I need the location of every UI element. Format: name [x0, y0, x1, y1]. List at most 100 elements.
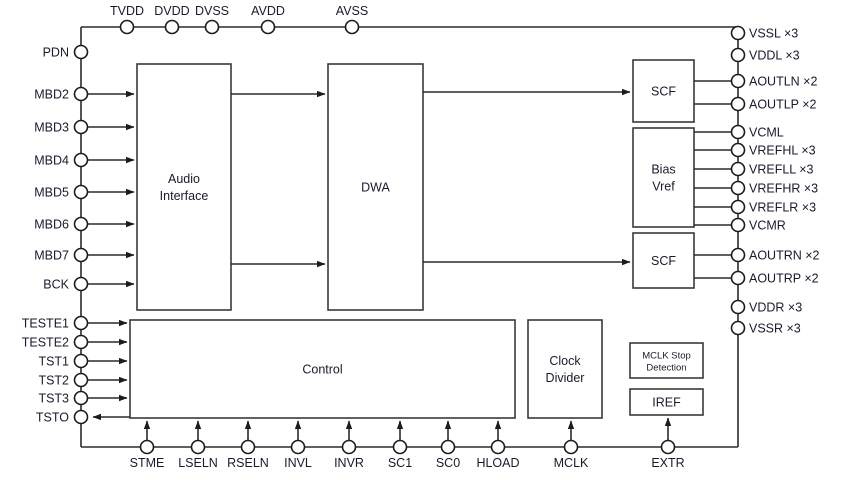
pin-label: TVDD [110, 4, 144, 18]
pin-stme[interactable]: STME [130, 420, 165, 470]
pin-vrefhr[interactable]: VREFHR ×3 [694, 180, 818, 196]
pin-circle[interactable] [240, 439, 256, 455]
pin-tvdd[interactable]: TVDD [110, 4, 144, 35]
pin-circle[interactable] [290, 439, 306, 455]
pin-extr[interactable]: EXTR [651, 417, 685, 470]
pin-tst3[interactable]: TST3 [38, 390, 128, 406]
pin-label: TESTE1 [22, 317, 69, 331]
pin-circle[interactable] [730, 124, 746, 140]
pin-tst1[interactable]: TST1 [38, 353, 128, 369]
pin-dvdd[interactable]: DVDD [154, 4, 190, 35]
pin-label: VREFHR ×3 [749, 182, 818, 196]
pin-mbd6[interactable]: MBD6 [34, 216, 135, 232]
pin-label: MBD3 [34, 121, 69, 135]
right-output-pins: VSSL ×3 VDDL ×3 AOUTLN ×2 AOUTLP ×2 VCML VREF… [694, 25, 820, 336]
pin-circle[interactable] [119, 19, 135, 35]
pin-vssr[interactable]: VSSR ×3 [730, 320, 801, 336]
pin-circle[interactable] [73, 409, 89, 425]
pin-tst2[interactable]: TST2 [38, 372, 128, 388]
pin-circle[interactable] [490, 439, 506, 455]
pin-circle[interactable] [730, 217, 746, 233]
pin-mbd7[interactable]: MBD7 [34, 247, 135, 263]
pin-circle[interactable] [730, 247, 746, 263]
pin-circle[interactable] [730, 320, 746, 336]
pin-teste2[interactable]: TESTE2 [22, 334, 128, 350]
pin-circle[interactable] [730, 180, 746, 196]
pin-circle[interactable] [73, 44, 89, 60]
pin-aoutrn[interactable]: AOUTRN ×2 [694, 247, 820, 263]
block-control: Control [129, 319, 516, 419]
pin-circle[interactable] [73, 353, 89, 369]
pin-circle[interactable] [73, 86, 89, 102]
pin-circle[interactable] [73, 372, 89, 388]
pin-bck[interactable]: BCK [43, 276, 135, 292]
pin-circle[interactable] [730, 161, 746, 177]
pin-circle[interactable] [392, 439, 408, 455]
pin-hload[interactable]: HLOAD [476, 420, 520, 470]
pin-lseln[interactable]: LSELN [178, 420, 218, 470]
pin-rseln[interactable]: RSELN [227, 420, 269, 470]
pin-mbd3[interactable]: MBD3 [34, 119, 135, 135]
pin-vrefhl[interactable]: VREFHL ×3 [694, 142, 816, 158]
pin-vreflr[interactable]: VREFLR ×3 [694, 199, 816, 215]
pin-circle[interactable] [730, 299, 746, 315]
pin-aoutln[interactable]: AOUTLN ×2 [694, 73, 817, 89]
block-label: Audio [168, 172, 200, 186]
pin-avss[interactable]: AVSS [336, 4, 368, 35]
pin-pdn[interactable]: PDN [43, 44, 89, 60]
pin-circle[interactable] [730, 96, 746, 112]
pin-mbd2[interactable]: MBD2 [34, 86, 135, 102]
pin-circle[interactable] [730, 270, 746, 286]
block-outline [629, 388, 704, 416]
pin-circle[interactable] [73, 315, 89, 331]
pin-aoutrp[interactable]: AOUTRP ×2 [694, 270, 819, 286]
pin-label: AOUTLN ×2 [749, 75, 817, 89]
pin-vcml[interactable]: VCML [694, 124, 784, 140]
pin-tsto[interactable]: TSTO [36, 409, 130, 425]
pin-vrefll[interactable]: VREFLL ×3 [694, 161, 814, 177]
pin-circle[interactable] [260, 19, 276, 35]
pin-circle[interactable] [73, 152, 89, 168]
pin-vssl[interactable]: VSSL ×3 [730, 25, 799, 41]
pin-circle[interactable] [73, 184, 89, 200]
pin-dvss[interactable]: DVSS [195, 4, 229, 35]
pin-sc1[interactable]: SC1 [388, 420, 412, 470]
pin-teste1[interactable]: TESTE1 [22, 315, 128, 331]
pin-mclk[interactable]: MCLK [554, 420, 589, 470]
pin-label: VSSR ×3 [749, 322, 801, 336]
pin-circle[interactable] [730, 73, 746, 89]
pin-circle[interactable] [440, 439, 456, 455]
pin-mbd5[interactable]: MBD5 [34, 184, 135, 200]
pin-circle[interactable] [341, 439, 357, 455]
pin-label: TST2 [38, 374, 69, 388]
pin-circle[interactable] [730, 25, 746, 41]
pin-aoutlp[interactable]: AOUTLP ×2 [694, 96, 817, 112]
pin-circle[interactable] [73, 119, 89, 135]
pin-invl[interactable]: INVL [284, 420, 312, 470]
pin-circle[interactable] [139, 439, 155, 455]
pin-circle[interactable] [164, 19, 180, 35]
pin-circle[interactable] [563, 439, 579, 455]
pin-circle[interactable] [73, 216, 89, 232]
block-label: Vref [652, 180, 675, 194]
pin-circle[interactable] [204, 19, 220, 35]
pin-circle[interactable] [73, 247, 89, 263]
pin-invr[interactable]: INVR [334, 420, 364, 470]
pin-circle[interactable] [730, 199, 746, 215]
pin-vddr[interactable]: VDDR ×3 [730, 299, 803, 315]
pin-circle[interactable] [73, 390, 89, 406]
pin-avdd[interactable]: AVDD [251, 4, 285, 35]
pin-vcmr[interactable]: VCMR [694, 217, 786, 233]
pin-circle[interactable] [73, 334, 89, 350]
pin-circle[interactable] [190, 439, 206, 455]
pin-circle[interactable] [73, 276, 89, 292]
pin-mbd4[interactable]: MBD4 [34, 152, 135, 168]
pin-vddl[interactable]: VDDL ×3 [730, 47, 800, 63]
pin-sc0[interactable]: SC0 [436, 420, 460, 470]
pin-circle[interactable] [730, 47, 746, 63]
pin-circle[interactable] [344, 19, 360, 35]
pin-circle[interactable] [730, 142, 746, 158]
pin-circle[interactable] [660, 439, 676, 455]
